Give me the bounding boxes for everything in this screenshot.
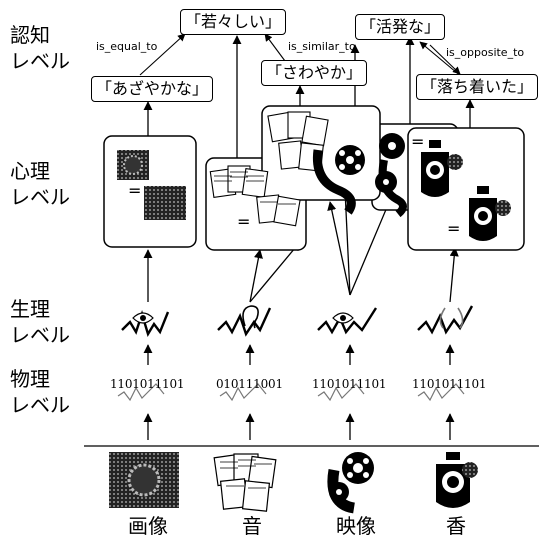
concept-azayaka: 「あざやかな」: [91, 76, 214, 102]
relation-is-equal-to: is_equal_to: [96, 40, 158, 53]
film-reel-video-icon: [327, 452, 374, 514]
nose-icon: [439, 307, 464, 329]
film-reel-icon: [312, 145, 365, 215]
eye-icon-video: [332, 312, 354, 324]
concept-ochitsuita: 「落ち着いた」: [416, 74, 539, 100]
sunflower-icon: [117, 150, 149, 180]
equals-sign: =: [237, 212, 251, 231]
eye-icon: [132, 312, 154, 324]
equals-sign: =: [447, 219, 461, 238]
film-reel-icon-back: [375, 133, 407, 218]
bitstring-sound: 010111001: [216, 377, 283, 391]
level-label-psychological: 心理 レベル: [10, 158, 70, 210]
ear-icon: [242, 305, 259, 329]
level-label-line: レベル: [10, 185, 70, 209]
level-label-line: レベル: [10, 393, 70, 417]
dark-flower-icon: [144, 186, 186, 220]
level-label-line: 認知: [10, 23, 50, 47]
bitstring-video: 1101011101: [312, 377, 387, 391]
media-label-sound: 音: [242, 514, 262, 538]
media-label-video: 映像: [336, 514, 376, 538]
perfume-icon-2: [469, 186, 511, 241]
equals-sign: =: [411, 132, 425, 151]
relation-arrows: [139, 33, 464, 79]
music-sheet-icon-video-panel: [267, 111, 329, 172]
media-label-image: 画像: [128, 514, 168, 538]
bottom-arrows: [143, 413, 455, 440]
level-label-physiological: 生理 レベル: [10, 296, 70, 348]
level-label-line: レベル: [10, 323, 70, 347]
bitstring-image: 1101011101: [110, 377, 185, 391]
bit-waves: [117, 383, 465, 402]
sunflower-image-icon: [109, 452, 179, 508]
physiological-signals: [121, 305, 474, 337]
concept-sawayaka: 「さわやか」: [261, 60, 368, 86]
physical-arrows: [143, 344, 455, 365]
concept-wakawakashii: 「若々しい」: [180, 9, 287, 35]
media-label-scent: 香: [446, 514, 466, 538]
level-label-line: 心理: [10, 159, 50, 183]
concept-kappatsu: 「活発な」: [355, 14, 446, 40]
music-sheets-icon: [213, 453, 277, 512]
music-sheet-icon: [209, 165, 301, 227]
level-label-line: 物理: [10, 367, 50, 391]
level-label-line: 生理: [10, 297, 50, 321]
relation-is-similar-to: is_similar_to: [288, 40, 356, 53]
level-label-line: レベル: [10, 49, 70, 73]
perfume-icon: [421, 140, 463, 197]
bitstring-scent: 1101011101: [412, 377, 487, 391]
level-label-cognitive: 認知 レベル: [10, 22, 70, 74]
relation-is-opposite-to: is_opposite_to: [446, 46, 525, 59]
equals-sign: =: [128, 181, 142, 200]
level-label-physical: 物理 レベル: [10, 366, 70, 418]
perfume-bottle-icon: [436, 452, 478, 508]
